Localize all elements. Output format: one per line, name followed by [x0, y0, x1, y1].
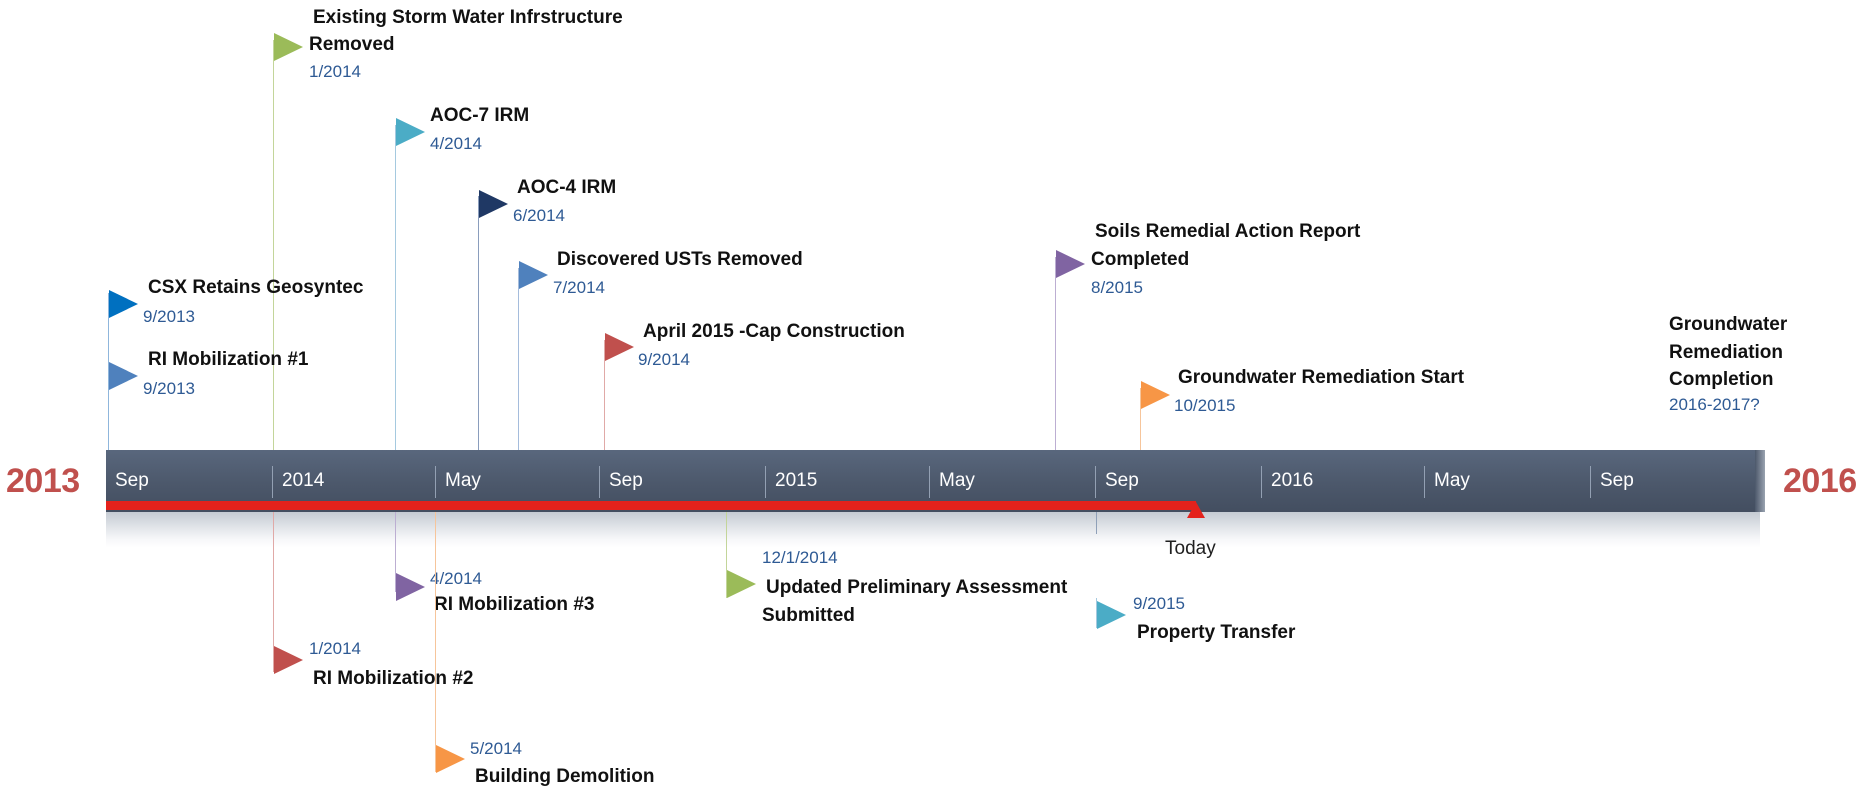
- milestone-title: Discovered USTs Removed: [557, 249, 803, 270]
- milestone-pole: [273, 40, 274, 450]
- milestone-date: 9/2013: [143, 379, 195, 398]
- month-label: 2015: [775, 470, 818, 491]
- flag-icon: [109, 290, 138, 318]
- today-label: Today: [1165, 538, 1216, 559]
- milestone-date: 8/2015: [1091, 278, 1143, 297]
- flag-icon: [1056, 250, 1085, 278]
- flag-icon: [727, 570, 756, 598]
- milestone-title: Soils Remedial Action Report: [1095, 221, 1361, 242]
- milestone-date: 7/2014: [553, 278, 605, 297]
- timeline-tick: [435, 466, 436, 498]
- flag-icon: [274, 646, 303, 674]
- milestone-pole: [435, 512, 436, 772]
- milestone-title: Building Demolition: [475, 766, 655, 787]
- flag-icon: [605, 333, 634, 361]
- milestone-title: Updated Preliminary Assessment: [766, 577, 1068, 598]
- milestone-pole: [726, 512, 727, 598]
- start-year-label: 2013: [6, 462, 80, 500]
- flag-icon: [1097, 601, 1126, 629]
- flag-icon: [1141, 381, 1170, 409]
- milestone-title-line2: Removed: [309, 34, 395, 55]
- milestone-date: 9/2015: [1133, 594, 1185, 613]
- milestone-title: April 2015 -Cap Construction: [643, 321, 905, 342]
- timeline-tick: [1590, 466, 1591, 498]
- milestone-title: Property Transfer: [1137, 622, 1296, 643]
- month-label: May: [939, 470, 975, 491]
- milestone-date: 6/2014: [513, 206, 565, 225]
- milestone-pole: [108, 293, 109, 450]
- month-label: Sep: [609, 470, 643, 491]
- final-milestone-date: 2016-2017?: [1669, 395, 1760, 414]
- milestone-pole: [1096, 598, 1097, 628]
- month-label: Sep: [1600, 470, 1634, 491]
- month-label: May: [1434, 470, 1470, 491]
- milestone-title: AOC-4 IRM: [517, 177, 617, 198]
- milestone-date: 9/2013: [143, 307, 195, 326]
- milestone-date: 1/2014: [309, 62, 361, 81]
- milestone-pole: [273, 512, 274, 672]
- milestone-date: 10/2015: [1174, 396, 1236, 415]
- milestone-title: RI Mobilization #1: [148, 349, 309, 370]
- flag-icon: [519, 261, 548, 289]
- final-milestone-title: Groundwater Remediation Completion: [1669, 314, 1788, 390]
- progress-bar: [106, 501, 1196, 510]
- timeline-bar-tip: [1755, 450, 1765, 512]
- timeline-bar-shadow: [106, 512, 1760, 548]
- month-label: Sep: [115, 470, 149, 491]
- flag-icon: [436, 745, 465, 773]
- timeline-tick: [599, 466, 600, 498]
- end-year-label: 2016: [1783, 462, 1857, 500]
- milestone-date: 12/1/2014: [762, 548, 838, 567]
- flag-icon: [274, 33, 303, 61]
- milestone-title: Groundwater Remediation Start: [1178, 367, 1465, 388]
- timeline-tick: [1095, 466, 1096, 498]
- milestone-date: 4/2014: [430, 134, 482, 153]
- flag-icon: [109, 362, 138, 390]
- timeline-tick: [929, 466, 930, 498]
- milestone-title: CSX Retains Geosyntec: [148, 277, 364, 298]
- today-connector: [1096, 512, 1097, 534]
- milestone-pole: [604, 340, 605, 450]
- milestone-pole: [395, 125, 396, 450]
- milestone-pole: [478, 196, 479, 450]
- milestone-title: RI Mobilization #3: [434, 594, 595, 615]
- timeline-tick: [1424, 466, 1425, 498]
- milestone-date: 1/2014: [309, 639, 361, 658]
- month-label: 2014: [282, 470, 325, 491]
- month-label: Sep: [1105, 470, 1139, 491]
- milestone-date: 5/2014: [470, 739, 522, 758]
- milestone-pole: [1055, 257, 1056, 450]
- timeline-tick: [765, 466, 766, 498]
- milestone-date: 4/2014: [430, 569, 482, 588]
- timeline-tick: [1261, 466, 1262, 498]
- milestone-title: RI Mobilization #2: [313, 668, 474, 689]
- milestone-title: Existing Storm Water Infrstructure: [313, 7, 623, 28]
- milestone-pole: [518, 268, 519, 450]
- milestone-date: 9/2014: [638, 350, 690, 369]
- timeline-tick: [272, 466, 273, 498]
- milestone-title-line2: Submitted: [762, 605, 855, 626]
- flag-icon: [396, 118, 425, 146]
- today-marker: [1187, 502, 1205, 518]
- flag-icon: [396, 573, 425, 601]
- flag-icon: [479, 190, 508, 218]
- milestone-title: AOC-7 IRM: [430, 105, 530, 126]
- month-label: May: [445, 470, 481, 491]
- month-label: 2016: [1271, 470, 1314, 491]
- milestone-pole: [395, 512, 396, 592]
- milestone-title-line2: Completed: [1091, 249, 1190, 270]
- milestone-pole: [1140, 388, 1141, 450]
